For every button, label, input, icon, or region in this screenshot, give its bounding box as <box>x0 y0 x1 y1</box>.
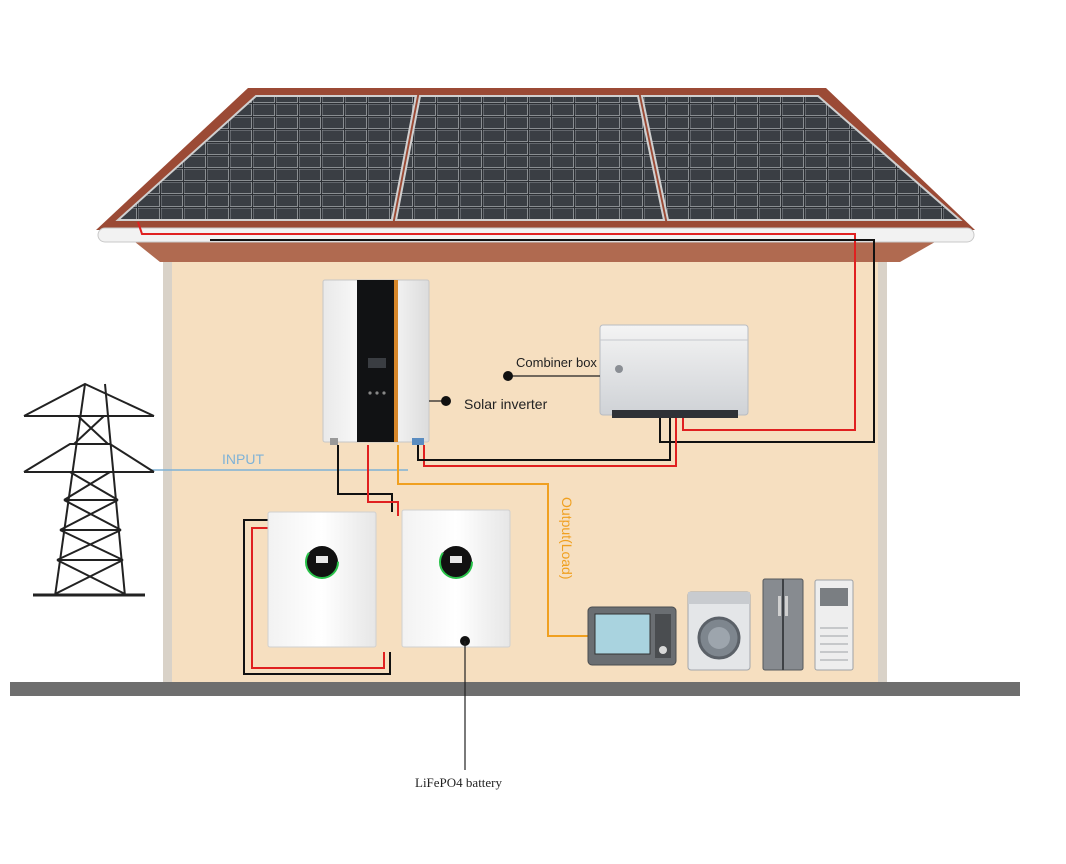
inverter-button <box>368 391 372 395</box>
washing-machine-icon <box>687 591 751 671</box>
dc-negative-wire <box>417 418 671 461</box>
roof-eaves <box>130 238 942 262</box>
battery-loop-positive <box>251 527 385 669</box>
combiner-box-glands <box>612 410 738 418</box>
battery-loop-negative <box>243 519 391 675</box>
solar-panel-right <box>640 95 963 221</box>
combiner-box-label: Combiner box <box>516 355 597 370</box>
combiner-box-lock <box>615 365 623 373</box>
combiner-pointer-dot <box>503 371 513 381</box>
roof <box>96 88 975 262</box>
battery-unit-1 <box>267 511 377 648</box>
battery-display-ring <box>305 545 339 579</box>
inverter-pointer-dot <box>441 396 451 406</box>
inverter-button <box>382 391 386 395</box>
label-pointers <box>429 371 600 770</box>
ground-line <box>10 682 1020 696</box>
battery-positive-wire <box>367 445 399 516</box>
inverter-port <box>412 438 424 445</box>
battery-body <box>267 511 377 648</box>
inverter-port <box>330 438 338 445</box>
output-load-label: Output(Load) <box>559 497 575 580</box>
battery-unit-2 <box>401 509 511 648</box>
battery-label: LiFePO4 battery <box>415 775 503 790</box>
battery-display-digits <box>316 556 328 563</box>
dc-positive-wire <box>423 418 677 467</box>
solar-panel-left <box>115 95 418 221</box>
solar-inverter-label: Solar inverter <box>464 396 548 412</box>
inverter-screen <box>368 358 386 368</box>
wiring <box>137 221 875 675</box>
pv-negative-wire <box>210 239 875 443</box>
inverter-orange-stripe <box>394 280 398 442</box>
transmission-tower-icon <box>23 382 155 597</box>
pv-positive-wire <box>137 221 856 431</box>
combiner-box-unit <box>599 324 749 418</box>
battery-display-ring <box>439 545 473 579</box>
house-wall-right-edge <box>878 250 887 682</box>
air-conditioner-icon <box>814 579 854 671</box>
microwave-icon <box>587 606 677 666</box>
solar-panel-middle <box>394 95 666 221</box>
input-label: INPUT <box>222 451 264 467</box>
battery-display-digits <box>450 556 462 563</box>
refrigerator-icon <box>762 578 804 671</box>
inverter-button <box>375 391 379 395</box>
house-wall-left-edge <box>163 250 172 682</box>
solar-inverter-unit <box>322 279 430 445</box>
output-load-wire <box>397 445 590 637</box>
